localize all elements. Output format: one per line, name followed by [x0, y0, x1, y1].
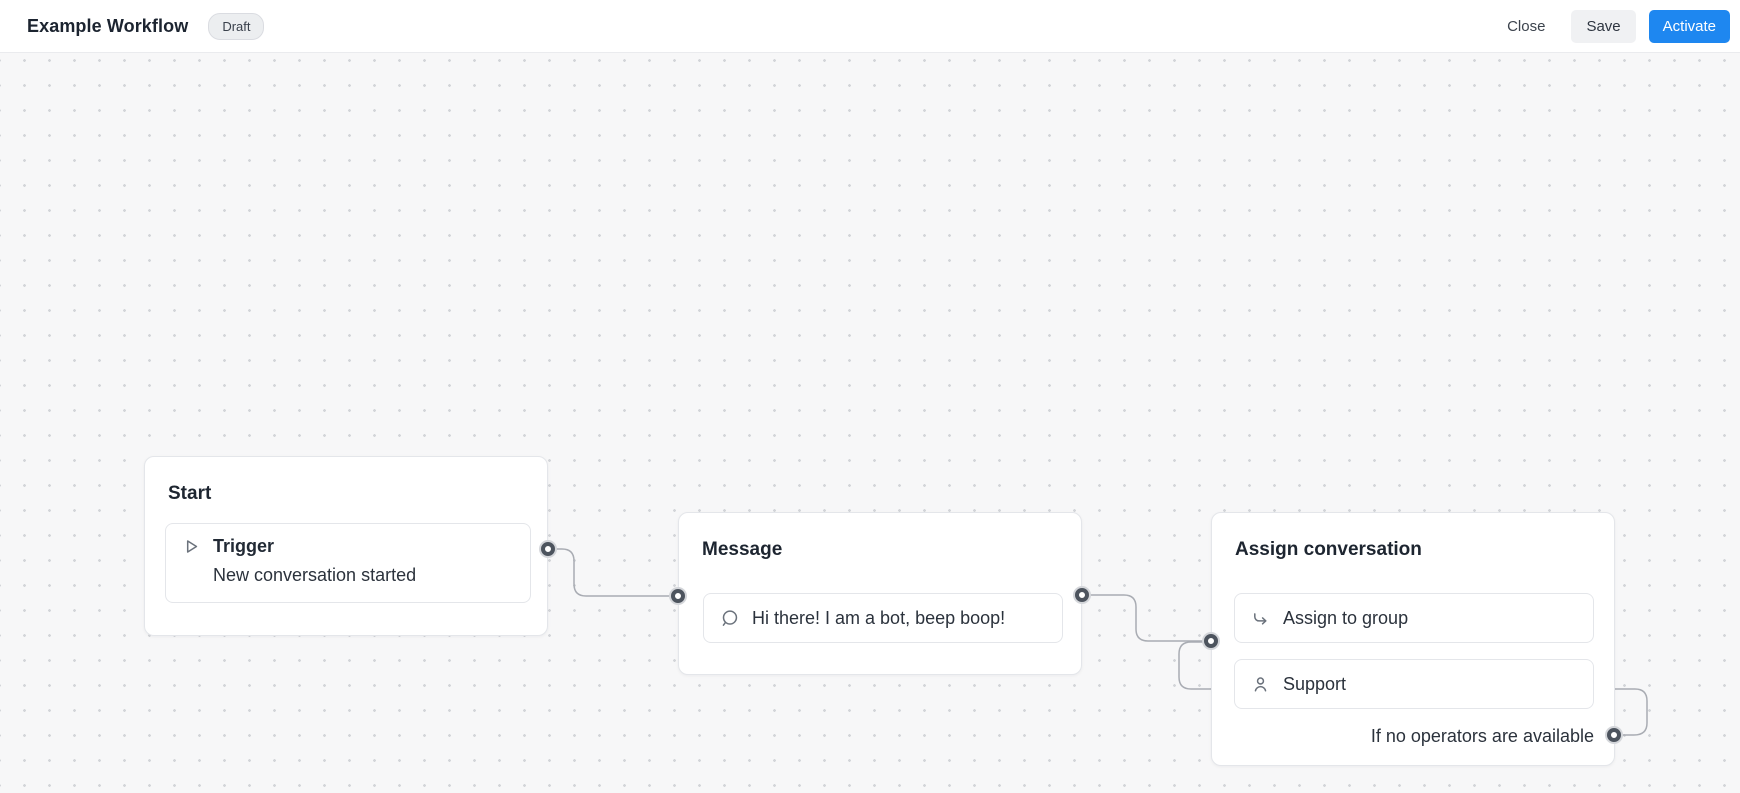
message-text: Hi there! I am a bot, beep boop!	[752, 607, 1006, 628]
trigger-label: Trigger	[213, 536, 275, 556]
port-message-output[interactable]	[1075, 588, 1089, 602]
node-assign-conversation[interactable]: Assign conversation Assign to group Supp…	[1211, 512, 1615, 766]
play-icon	[182, 537, 201, 556]
port-assign-input[interactable]	[1204, 634, 1218, 648]
trigger-row: Trigger	[182, 536, 274, 557]
trigger-card[interactable]: Trigger New conversation started	[165, 523, 531, 603]
close-button[interactable]: Close	[1495, 10, 1557, 43]
no-operators-label: If no operators are available	[1370, 726, 1594, 746]
workflow-topbar: Example Workflow Draft Close Save Activa…	[0, 0, 1740, 53]
save-button[interactable]: Save	[1571, 9, 1636, 43]
support-group-label: Support	[1283, 673, 1347, 694]
node-message[interactable]: Message Hi there! I am a bot, beep boop!	[678, 512, 1082, 675]
person-icon	[1251, 675, 1270, 694]
port-start-output[interactable]	[541, 542, 555, 556]
node-start-title: Start	[168, 483, 212, 504]
node-message-title: Message	[702, 539, 783, 560]
support-group-card[interactable]: Support	[1234, 659, 1594, 709]
trigger-sublabel: New conversation started	[213, 565, 417, 585]
assign-to-group-label: Assign to group	[1283, 607, 1409, 628]
message-text-card[interactable]: Hi there! I am a bot, beep boop!	[703, 593, 1063, 643]
port-message-input[interactable]	[671, 589, 685, 603]
port-no-operators-output[interactable]	[1607, 728, 1621, 742]
workflow-canvas[interactable]	[0, 53, 1740, 793]
activate-button[interactable]: Activate	[1648, 9, 1730, 43]
chat-bubble-icon	[720, 609, 739, 628]
assign-to-group-card[interactable]: Assign to group	[1234, 593, 1594, 643]
status-badge: Draft	[208, 12, 265, 40]
assign-arrow-icon	[1251, 609, 1270, 628]
node-start[interactable]: Start Trigger New conversation started	[144, 456, 548, 636]
node-assign-title: Assign conversation	[1235, 539, 1422, 560]
workflow-title: Example Workflow	[27, 15, 189, 36]
